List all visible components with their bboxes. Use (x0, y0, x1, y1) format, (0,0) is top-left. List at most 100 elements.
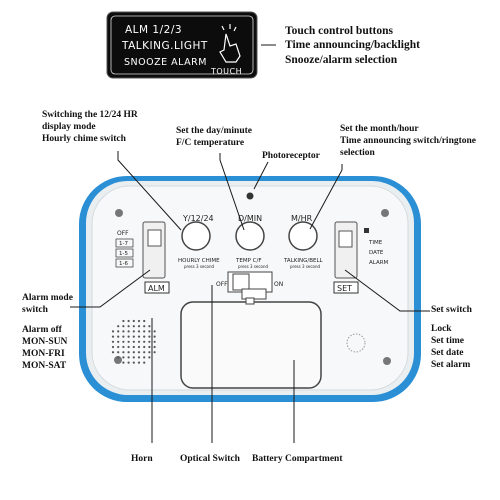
touch-callout-3: Snooze/alarm selection (285, 53, 398, 66)
set-positions-list: Lock Set time Set date Set alarm (431, 324, 470, 372)
horn-hole (132, 351, 135, 354)
month-hour-line-3: selection (340, 147, 375, 158)
optical-off-label: OFF (216, 281, 228, 288)
d-min-button[interactable] (235, 221, 265, 251)
horn-hole (153, 345, 156, 349)
horn-hole (143, 325, 146, 328)
horn-hole (127, 325, 130, 328)
touch-panel-frame (106, 11, 258, 79)
horn-hole (137, 356, 141, 359)
clock-body: Y/12/24 HOURLY CHIME press 3 second D/MI… (79, 176, 421, 402)
horn-hole (148, 351, 151, 354)
horn-hole (143, 335, 146, 338)
touch-tag: TOUCH (210, 67, 242, 76)
horn-hole (153, 330, 156, 333)
horn-hole (117, 325, 120, 328)
set-pos-2: ALARM (369, 260, 389, 266)
set-switch-callout: Set switch (431, 305, 472, 315)
battery-callout: Battery Compartment (252, 454, 343, 464)
alarm-mode-switch[interactable]: OFF 1-7 1-5 1-6 ALM (115, 221, 170, 294)
set-pos-0: TIME (368, 240, 383, 246)
screw-bottom-left-icon (114, 356, 122, 364)
horn-hole (122, 335, 125, 338)
alarm-mode-line-1: Alarm mode (22, 293, 73, 303)
alm-slider-knob[interactable] (147, 229, 162, 247)
horn-hole (153, 351, 156, 354)
month-hour-callout: Set the month/hour Time announcing switc… (340, 124, 476, 160)
set-position-date: Set date (431, 347, 464, 358)
button-3-label: M/HR (291, 214, 313, 223)
mode-1224-line-2: display mode (42, 121, 96, 132)
horn-hole (132, 340, 135, 343)
set-slider-track[interactable] (334, 221, 358, 279)
horn-hole (122, 356, 125, 359)
horn-hole (132, 319, 135, 323)
button-1-sub2: press 3 second (184, 264, 215, 269)
horn-hole (127, 361, 130, 364)
horn-hole (127, 340, 130, 343)
alm-tag: ALM (148, 284, 165, 293)
horn-hole (143, 356, 146, 359)
button-1-sub: HOURLY CHIME (178, 258, 220, 264)
horn-hole (148, 340, 151, 343)
alarm-mode-line-2: switch (22, 304, 48, 315)
horn-hole (132, 345, 135, 349)
battery-compartment-cover[interactable] (180, 301, 322, 389)
horn-hole (143, 319, 146, 323)
horn-hole (127, 351, 130, 354)
touch-panel: ALM 1/2/3 TALKING.LIGHT SNOOZE ALARM TOU… (106, 11, 258, 79)
photoreceptor-callout: Photoreceptor (262, 151, 320, 161)
y-12-24-button[interactable] (181, 221, 211, 251)
set-position-time: Set time (431, 335, 464, 346)
horn-hole (143, 351, 146, 354)
button-3-sub2: press 3 second (290, 264, 321, 269)
horn-hole (137, 361, 141, 364)
touch-line-1: ALM 1/2/3 (125, 24, 182, 36)
touch-callout-2: Time announcing/backlight (285, 39, 420, 52)
horn-hole (122, 330, 125, 333)
alarm-mode-mon-sat: MON-SAT (22, 360, 67, 371)
horn-hole (148, 356, 151, 359)
set-switch[interactable]: TIME DATE ALARM SET (333, 221, 389, 294)
touch-callout-1: Touch control buttons (285, 25, 394, 37)
screw-top-right-icon (381, 209, 389, 217)
mode-1224-line-1: Switching the 12/24 HR (42, 110, 138, 120)
horn-hole (153, 340, 156, 343)
horn-hole (127, 330, 130, 333)
battery-cover-latch[interactable] (245, 297, 255, 305)
alm-pos-0: OFF (117, 230, 129, 237)
horn-hole (153, 335, 156, 338)
set-slider-knob[interactable] (338, 230, 353, 248)
screw-top-left-icon (115, 209, 123, 217)
horn-hole (111, 335, 115, 338)
horn-hole (111, 340, 115, 343)
horn-hole (132, 361, 135, 364)
button-2-sub: TEMP C/F (235, 258, 262, 264)
leader-lines (70, 44, 430, 443)
day-minute-line-1: Set the day/minute (176, 126, 252, 136)
optical-on-label: ON (274, 281, 283, 288)
optical-switch[interactable]: OFF ON (216, 271, 283, 300)
horn-hole (137, 330, 141, 333)
day-minute-line-2: F/C temperature (176, 137, 245, 148)
set-position-alarm: Set alarm (431, 359, 471, 370)
horn-hole (137, 351, 141, 354)
horn-hole (143, 330, 146, 333)
horn-hole (122, 325, 125, 328)
horn-hole (127, 356, 130, 359)
optical-switch-knob[interactable] (232, 273, 250, 291)
touch-line-2: TALKING.LIGHT (121, 40, 208, 52)
alarm-mode-off: Alarm off (22, 325, 62, 335)
horn-hole (137, 335, 141, 338)
set-tag: SET (337, 284, 352, 293)
horn-hole (117, 330, 120, 333)
horn-hole (132, 356, 135, 359)
month-hour-line-2: Time announcing switch/ringtone (340, 135, 477, 146)
touch-panel-inner-border (110, 15, 254, 75)
m-hr-button[interactable] (288, 221, 318, 251)
horn-hole (127, 335, 130, 338)
horn-hole (143, 345, 146, 349)
horn-hole (111, 330, 115, 333)
horn-hole (148, 335, 151, 338)
alarm-mode-mon-sun: MON-SUN (22, 336, 68, 347)
